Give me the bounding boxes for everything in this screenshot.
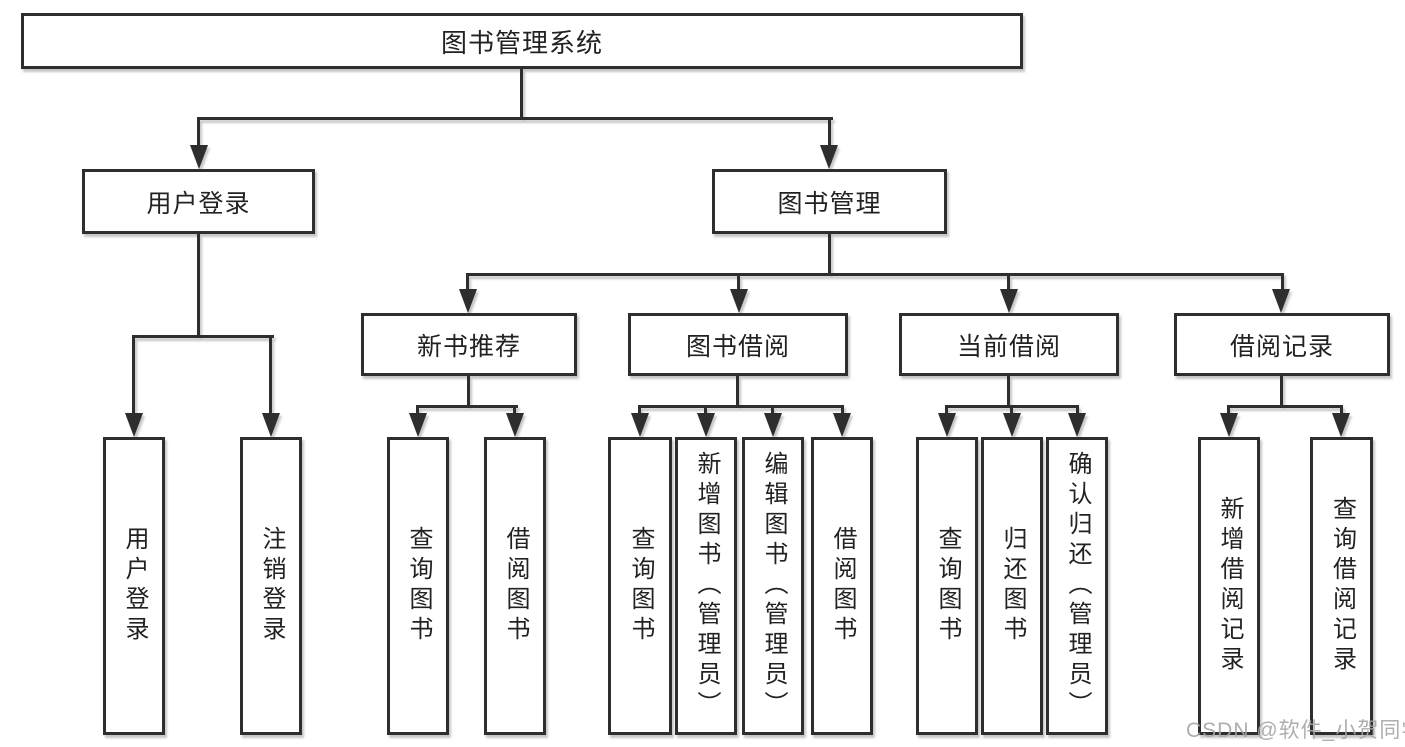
node-label: 图书管理 (777, 189, 882, 218)
edge-new-book-bar (416, 405, 518, 408)
edge-borrow-records-bar (1227, 405, 1343, 408)
leaf-return-book: 归还图书 (981, 437, 1043, 735)
arrowhead-icon (1003, 413, 1021, 437)
leaf-borrow-books-recommend: 借阅图书 (484, 437, 546, 735)
arrowhead-icon (1332, 413, 1350, 437)
leaf-add-borrow-record: 新增借阅记录 (1198, 437, 1260, 735)
leaf-query-borrow-record: 查询借阅记录 (1310, 437, 1373, 735)
node-label: 借阅记录 (1229, 332, 1334, 361)
node-label: 用户登录 (121, 526, 148, 646)
arrowhead-icon (506, 413, 524, 437)
node-borrow-records: 借阅记录 (1174, 313, 1390, 376)
edge-book-management-bar (466, 273, 1284, 276)
arrowhead-icon (833, 413, 851, 437)
edge-book-management-stem (828, 234, 831, 273)
node-label: 查询图书 (405, 526, 432, 646)
edge-user-login-bar (132, 335, 274, 338)
watermark: CSDN @软件_小贺同学 (1186, 719, 1405, 742)
node-label: 借阅图书 (829, 526, 856, 646)
node-library-system: 图书管理系统 (21, 13, 1023, 69)
edge-book-borrow-bar (638, 405, 844, 408)
edge-leaf (1227, 405, 1230, 415)
edge-to-current-borrow (1007, 273, 1010, 289)
edge-to-book-borrow (737, 273, 740, 289)
leaf-query-books-recommend: 查询图书 (387, 437, 449, 735)
node-label: 查询图书 (934, 526, 961, 646)
edge-root-bar (197, 117, 833, 120)
edge-new-book-stem (467, 376, 470, 405)
node-label: 用户登录 (146, 189, 251, 218)
edge-to-leaf-user-login (132, 335, 135, 415)
edge-user-login-stem (197, 234, 200, 335)
edge-leaf (513, 405, 516, 415)
leaf-confirm-return-admin: 确认归还（管理员） (1046, 437, 1108, 735)
edge-to-book-management (828, 117, 831, 147)
arrowhead-icon (190, 145, 208, 169)
node-label: 查询图书 (627, 526, 654, 646)
edge-root-stem (520, 69, 523, 117)
node-label: 当前借阅 (956, 332, 1061, 361)
edge-to-new-book (466, 273, 469, 289)
arrowhead-icon (262, 413, 280, 437)
leaf-query-books-current: 查询图书 (916, 437, 978, 735)
arrowhead-icon (820, 145, 838, 169)
arrowhead-icon (459, 289, 477, 313)
leaf-query-books-borrow: 查询图书 (608, 437, 672, 735)
edge-leaf (638, 405, 641, 415)
edge-leaf (945, 405, 948, 415)
edge-book-borrow-stem (736, 376, 739, 405)
node-new-book-recommend: 新书推荐 (361, 313, 577, 376)
edge-leaf (1076, 405, 1079, 415)
edge-leaf (841, 405, 844, 415)
leaf-user-login: 用户登录 (103, 437, 165, 735)
arrowhead-icon (1272, 289, 1290, 313)
node-label: 借阅图书 (502, 526, 529, 646)
edge-borrow-records-stem (1280, 376, 1283, 405)
arrowhead-icon (631, 413, 649, 437)
node-current-borrow: 当前借阅 (899, 313, 1119, 376)
node-book-borrow: 图书借阅 (628, 313, 848, 376)
arrowhead-icon (1068, 413, 1086, 437)
edge-to-borrow-records (1281, 273, 1284, 289)
node-label: 注销登录 (258, 526, 285, 646)
node-label: 查询借阅记录 (1328, 496, 1356, 676)
edge-leaf (771, 405, 774, 415)
node-label: 新书推荐 (416, 332, 521, 361)
edge-leaf (416, 405, 419, 415)
arrowhead-icon (730, 289, 748, 313)
node-label: 图书借阅 (685, 332, 790, 361)
leaf-edit-book-admin: 编辑图书（管理员） (742, 437, 804, 735)
arrowhead-icon (1000, 289, 1018, 313)
node-label: 新增借阅记录 (1216, 496, 1243, 676)
edge-to-user-login (197, 117, 200, 147)
leaf-add-book-admin: 新增图书（管理员） (675, 437, 737, 735)
node-label: 编辑图书（管理员） (760, 451, 787, 721)
node-label: 确认归还（管理员） (1064, 451, 1091, 721)
arrowhead-icon (938, 413, 956, 437)
node-label: 归还图书 (999, 526, 1026, 646)
node-label: 图书管理系统 (440, 27, 603, 58)
edge-leaf (1340, 405, 1343, 415)
arrowhead-icon (764, 413, 782, 437)
edge-current-borrow-stem (1007, 376, 1010, 405)
edge-leaf (704, 405, 707, 415)
arrowhead-icon (697, 413, 715, 437)
arrowhead-icon (1220, 413, 1238, 437)
leaf-borrow-books: 借阅图书 (811, 437, 873, 735)
arrowhead-icon (409, 413, 427, 437)
node-book-management: 图书管理 (712, 169, 947, 234)
leaf-logout: 注销登录 (240, 437, 302, 735)
node-label: 新增图书（管理员） (693, 451, 720, 721)
node-user-login: 用户登录 (82, 169, 315, 234)
edge-leaf (1010, 405, 1013, 415)
arrowhead-icon (125, 413, 143, 437)
edge-to-leaf-logout (269, 335, 272, 415)
